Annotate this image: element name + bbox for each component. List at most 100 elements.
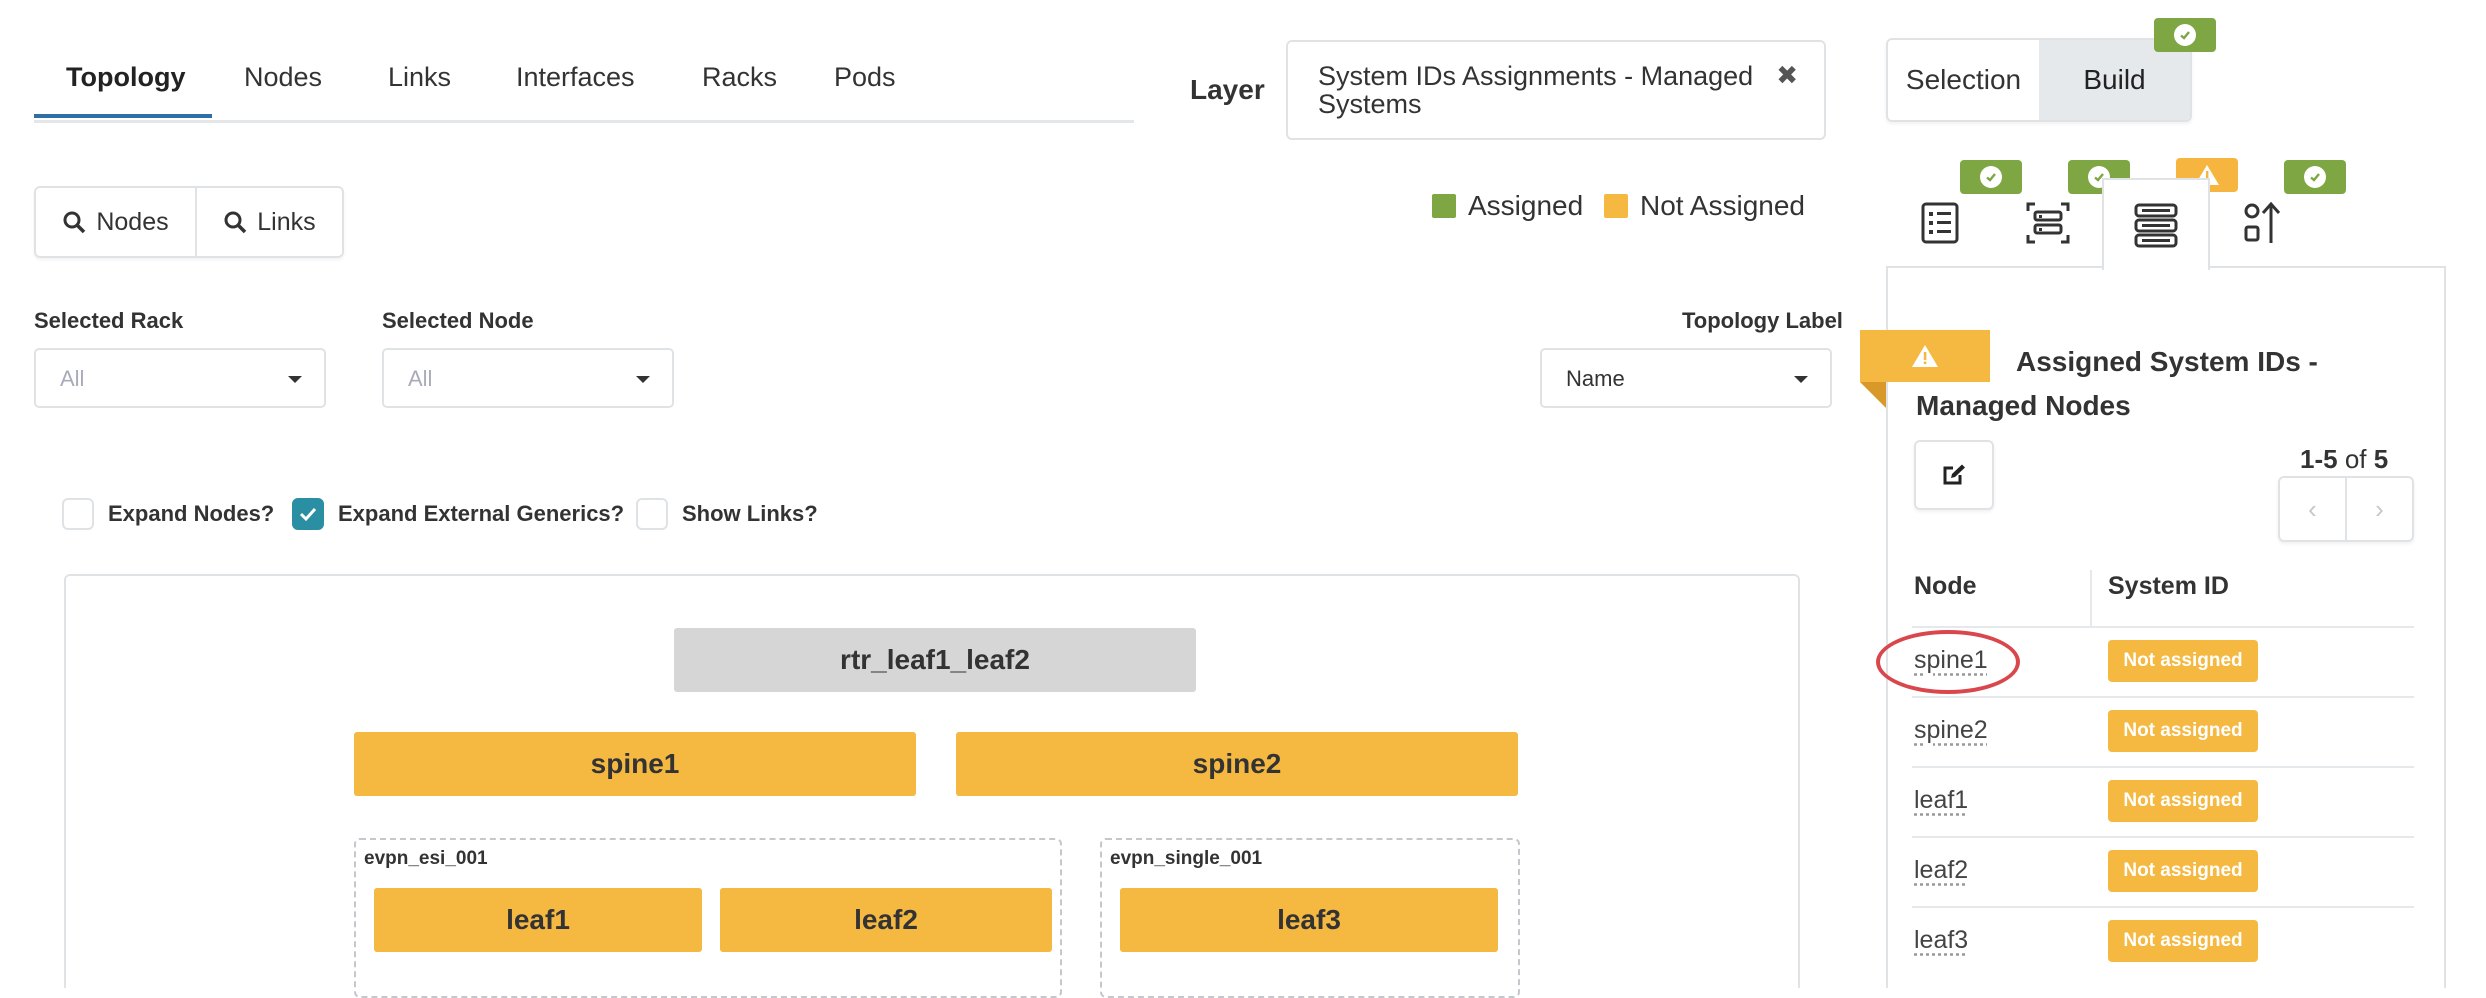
warning-icon — [1912, 345, 1938, 367]
table-divider — [1912, 906, 2414, 908]
selected-node-label: Selected Node — [382, 308, 534, 333]
check-icon — [1980, 166, 2002, 188]
column-header-system-id[interactable]: System ID — [2108, 572, 2229, 600]
topology-label-value: Name — [1566, 366, 1625, 391]
side-tab-device[interactable] — [1994, 178, 2102, 268]
status-badge: Not assigned — [2108, 640, 2258, 682]
check-icon — [2174, 24, 2196, 46]
pager-total: 5 — [2373, 444, 2389, 474]
table-divider — [1912, 766, 2414, 768]
edit-button[interactable] — [1914, 440, 1994, 510]
search-nodes-button[interactable]: Nodes — [36, 188, 195, 256]
chevron-down-icon — [288, 376, 302, 383]
list-icon — [1921, 202, 1959, 244]
pager-summary: 1-5 of 5 — [2300, 444, 2388, 475]
table-divider — [1912, 836, 2414, 838]
column-header-node[interactable]: Node — [1914, 572, 1977, 600]
group-label: evpn_single_001 — [1110, 848, 1263, 869]
spine1-node[interactable]: spine1 — [354, 732, 916, 796]
build-status-ok-badge — [2154, 18, 2216, 52]
close-icon[interactable]: ✖ — [1776, 60, 1798, 90]
assigned-swatch — [1432, 194, 1456, 218]
router-node[interactable]: rtr_leaf1_leaf2 — [674, 628, 1196, 692]
table-divider — [1912, 626, 2414, 628]
active-tab-indicator — [34, 114, 212, 118]
list-tab-ok-badge — [1960, 160, 2022, 194]
check-icon — [2304, 166, 2326, 188]
table-row-node-link[interactable]: leaf2 — [1914, 856, 1969, 884]
show-links-checkbox-row[interactable]: Show Links? — [636, 498, 818, 530]
side-tab-list[interactable] — [1886, 178, 1994, 268]
legend-not-assigned-label: Not Assigned — [1640, 190, 1805, 221]
sort-shapes-icon — [2244, 201, 2281, 243]
selected-rack-value: All — [60, 366, 85, 391]
tab-pods[interactable]: Pods — [834, 62, 896, 92]
search-links-button[interactable]: Links — [194, 188, 342, 256]
server-stack-icon — [2134, 203, 2178, 248]
selected-rack-label: Selected Rack — [34, 308, 184, 333]
chevron-left-icon[interactable]: ‹ — [2308, 493, 2317, 524]
expand-external-generics-checkbox[interactable] — [292, 498, 324, 530]
tab-topology[interactable]: Topology — [66, 62, 186, 92]
selection-button[interactable]: Selection — [1905, 64, 2022, 95]
pager-range: 1-5 — [2300, 444, 2338, 474]
search-button-group: Nodes Links — [34, 186, 344, 258]
layer-select[interactable]: System IDs Assignments - Managed Systems… — [1286, 40, 1826, 140]
topology-label-label: Topology Label — [1682, 308, 1843, 333]
expand-nodes-checkbox[interactable] — [62, 498, 94, 530]
status-badge: Not assigned — [2108, 780, 2258, 822]
panel-title: Assigned System IDs - Managed Nodes — [1916, 346, 2318, 421]
status-badge: Not assigned — [2108, 850, 2258, 892]
leaf3-node[interactable]: leaf3 — [1120, 888, 1498, 952]
leaf1-node[interactable]: leaf1 — [374, 888, 702, 952]
table-divider — [1912, 696, 2414, 698]
not-assigned-swatch — [1604, 194, 1628, 218]
chevron-down-icon — [1794, 376, 1808, 383]
pager: ‹ › — [2278, 476, 2414, 542]
table-row-node-link[interactable]: leaf1 — [1914, 786, 1969, 814]
chevron-down-icon — [636, 376, 650, 383]
mode-switch: Selection Build — [1886, 38, 2192, 122]
build-button[interactable]: Build — [2039, 40, 2190, 120]
tab-interfaces[interactable]: Interfaces — [516, 62, 635, 92]
layer-value: System IDs Assignments - Managed Systems — [1318, 61, 1754, 119]
evpn-esi-group: evpn_esi_001 leaf1 leaf2 — [354, 838, 1062, 998]
legend-not-assigned: Not Assigned — [1604, 190, 1805, 222]
edit-icon — [1943, 464, 1965, 485]
expand-nodes-label: Expand Nodes? — [108, 501, 275, 526]
evpn-single-group: evpn_single_001 leaf3 — [1100, 838, 1520, 998]
selected-rack-select[interactable]: All — [34, 348, 326, 408]
server-device-icon — [2026, 202, 2070, 244]
layer-label: Layer — [1190, 74, 1265, 105]
leaf2-node[interactable]: leaf2 — [720, 888, 1052, 952]
status-badge: Not assigned — [2108, 710, 2258, 752]
warning-flag — [1860, 330, 1990, 382]
pager-of: of — [2344, 444, 2367, 474]
group-label: evpn_esi_001 — [364, 848, 488, 869]
tab-racks[interactable]: Racks — [702, 62, 778, 92]
topology-label-select[interactable]: Name — [1540, 348, 1832, 408]
expand-external-generics-checkbox-row[interactable]: Expand External Generics? — [292, 498, 624, 530]
show-links-checkbox[interactable] — [636, 498, 668, 530]
sort-tab-ok-badge — [2284, 160, 2346, 194]
tab-links[interactable]: Links — [388, 62, 452, 92]
table-row-node-link[interactable]: leaf3 — [1914, 926, 1969, 954]
search-links-label: Links — [257, 207, 316, 236]
show-links-label: Show Links? — [682, 501, 818, 526]
topology-canvas: rtr_leaf1_leaf2 spine1 spine2 evpn_esi_0… — [64, 574, 1800, 998]
search-icon — [224, 211, 247, 234]
highlight-annotation-circle — [1876, 630, 2020, 694]
selected-node-value: All — [408, 366, 433, 391]
topology-tab-bar: Topology Nodes Links Interfaces Racks Po… — [34, 40, 1134, 123]
legend-assigned-label: Assigned — [1468, 190, 1584, 221]
chevron-right-icon[interactable]: › — [2345, 478, 2412, 540]
status-badge: Not assigned — [2108, 920, 2258, 962]
search-icon — [63, 211, 86, 234]
selected-node-select[interactable]: All — [382, 348, 674, 408]
expand-nodes-checkbox-row[interactable]: Expand Nodes? — [62, 498, 274, 530]
tab-nodes[interactable]: Nodes — [244, 62, 323, 92]
spine2-node[interactable]: spine2 — [956, 732, 1518, 796]
side-tab-system-ids[interactable] — [2102, 178, 2210, 270]
table-row-node-link[interactable]: spine2 — [1914, 716, 1988, 744]
side-tab-sort[interactable] — [2210, 178, 2318, 268]
